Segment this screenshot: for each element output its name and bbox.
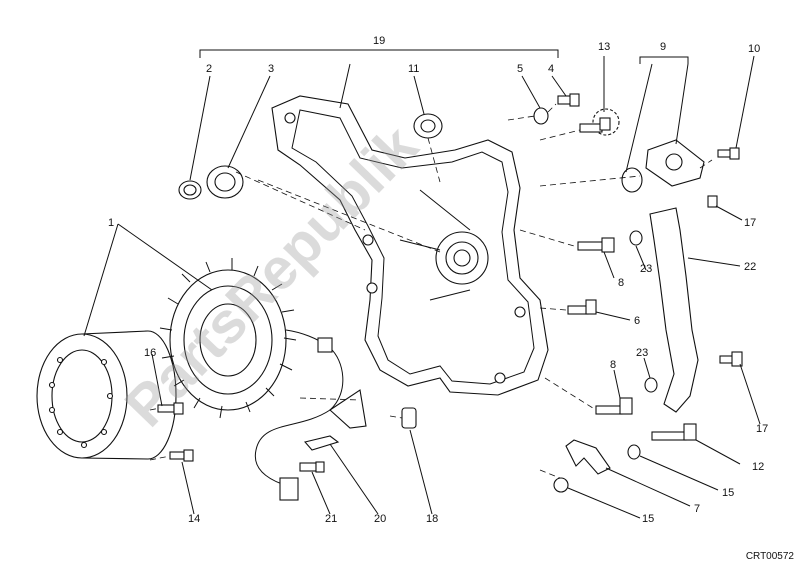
bracket-9	[639, 56, 689, 64]
callout-4: 4	[548, 63, 554, 75]
part-6-screw	[567, 299, 597, 315]
generator-cover	[271, 95, 549, 396]
callout-2: 2	[206, 63, 212, 75]
callout-14: 14	[188, 513, 200, 525]
bracket-19	[199, 49, 559, 58]
callout-19: 19	[373, 35, 385, 47]
part-23-washer-upper	[629, 230, 643, 246]
part-23-washer-lower	[644, 377, 658, 393]
part-2-circlip	[178, 180, 202, 200]
part-17-screw-upper	[707, 195, 718, 208]
part-15-washer-lower	[553, 477, 569, 493]
part-10-screw	[717, 147, 740, 160]
callout-23-upper: 23	[640, 263, 652, 275]
callout-20: 20	[374, 513, 386, 525]
part-9-flange	[645, 139, 705, 187]
part-18-dowel	[401, 407, 417, 429]
part-1-rotor	[36, 330, 177, 460]
callout-6: 6	[634, 315, 640, 327]
callout-7: 7	[694, 503, 700, 515]
callout-9: 9	[660, 41, 666, 53]
assembly-lines	[149, 103, 713, 479]
part-5-washer	[533, 107, 549, 125]
callout-labels: 1 2 3 4 5 6 7 8 8 9 10 11 12 13 14 15 15…	[108, 35, 768, 525]
callout-10: 10	[748, 43, 760, 55]
part-13-screw	[579, 108, 620, 136]
callout-15-upper: 15	[722, 487, 734, 499]
callout-22: 22	[744, 261, 756, 273]
callout-23-lower: 23	[636, 347, 648, 359]
part-20-clamp	[303, 389, 367, 451]
part-4-screw	[557, 93, 580, 107]
callout-16: 16	[144, 347, 156, 359]
part-22-bracket	[649, 207, 699, 413]
stator	[159, 258, 297, 419]
part-12-screw	[651, 423, 697, 441]
part-8-screw-lower	[595, 397, 633, 415]
part-16-screw	[157, 402, 184, 415]
part-14-screw	[169, 449, 194, 462]
part-17-screw-lower	[719, 351, 743, 367]
part-8-screw-upper	[577, 237, 615, 253]
callout-1: 1	[108, 217, 114, 229]
part-9-oring	[621, 167, 643, 193]
part-3-bearing	[206, 165, 244, 199]
part-7-clip	[565, 439, 611, 475]
part-15-washer-upper	[627, 444, 641, 460]
callout-21: 21	[325, 513, 337, 525]
callout-11: 11	[408, 63, 419, 75]
callout-17-lower: 17	[756, 423, 768, 435]
callout-8-lower: 8	[610, 359, 616, 371]
callout-5: 5	[517, 63, 523, 75]
callout-12: 12	[752, 461, 764, 473]
part-11-seal	[413, 113, 443, 139]
callout-15-lower: 15	[642, 513, 654, 525]
callout-18: 18	[426, 513, 438, 525]
callout-8-upper: 8	[618, 277, 624, 289]
callout-13: 13	[598, 41, 610, 53]
leader-lines	[83, 55, 761, 519]
callout-3: 3	[268, 63, 274, 75]
drawing-code: CRT00572	[745, 551, 794, 562]
callout-17-upper: 17	[744, 217, 756, 229]
part-21-screw	[299, 461, 325, 473]
